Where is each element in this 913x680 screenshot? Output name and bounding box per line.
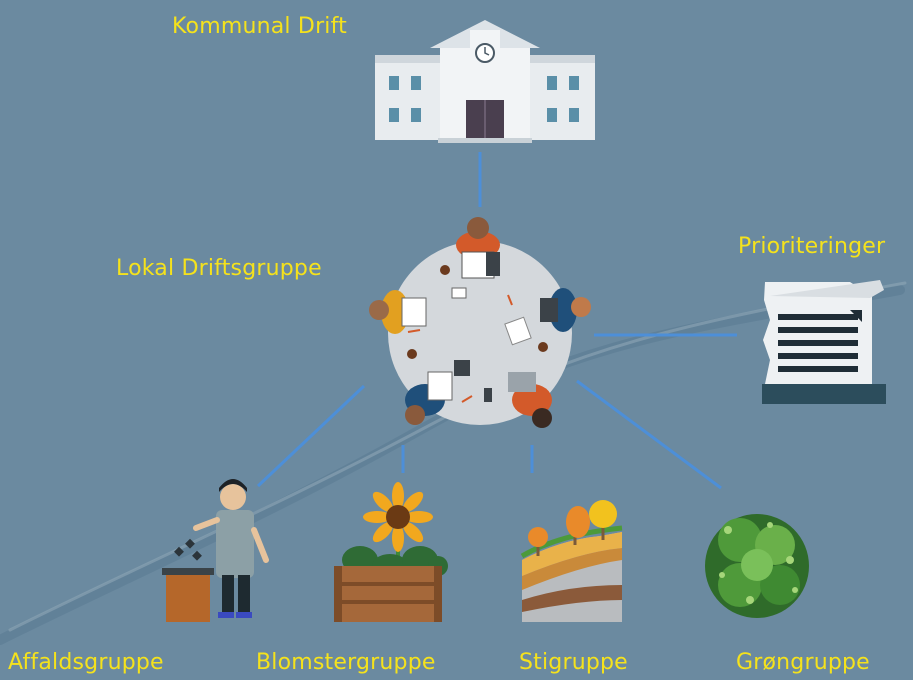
label-groengruppe: Grøngruppe — [736, 650, 870, 675]
label-blomstergruppe: Blomstergruppe — [256, 650, 436, 675]
person-right — [540, 288, 591, 332]
person-bottom-right — [508, 372, 552, 428]
trail-soil-layers-icon — [520, 500, 623, 622]
label-affaldsgruppe: Affaldsgruppe — [8, 650, 164, 675]
meeting-table-icon — [369, 217, 591, 428]
city-hall-icon — [375, 20, 595, 143]
label-prioriteringer: Prioriteringer — [738, 234, 886, 259]
waste-collector-icon — [162, 479, 269, 622]
label-kommunal-drift: Kommunal Drift — [172, 14, 348, 39]
connector-affald — [256, 384, 366, 488]
connector-groen — [576, 379, 722, 490]
document-stack-icon — [762, 280, 886, 404]
background-streak-light — [8, 281, 907, 632]
bush-icon — [705, 514, 809, 618]
sunflower-crate-icon — [334, 482, 448, 622]
label-stigruppe: Stigruppe — [519, 650, 628, 675]
person-top — [456, 217, 500, 279]
person-left — [369, 290, 427, 334]
label-lokal-driftsgruppe: Lokal Driftsgruppe — [116, 256, 322, 281]
person-bottom-left — [405, 371, 453, 425]
connectors — [256, 152, 737, 490]
table-items — [407, 265, 548, 403]
